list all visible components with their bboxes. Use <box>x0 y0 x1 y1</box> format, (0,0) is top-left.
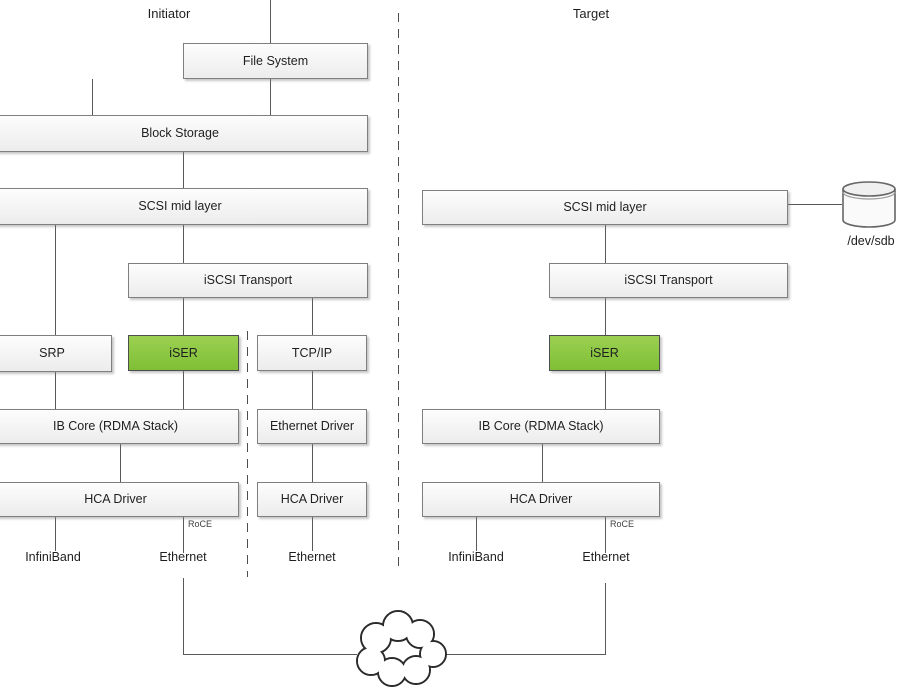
roce-label-initiator: RoCE <box>188 519 213 529</box>
box-hca-driver-initiator: HCA Driver <box>0 482 239 517</box>
connector-hca-to-infiniband <box>55 517 56 551</box>
box-iser-initiator: iSER <box>128 335 239 371</box>
box-block-storage-label: Block Storage <box>141 126 219 141</box>
connector-scsi-to-disk <box>788 204 842 205</box>
rdma-tcp-separator <box>247 331 248 577</box>
roce-label-target: RoCE <box>610 519 635 529</box>
connector-hca-to-ethernet-roce-target <box>605 517 606 553</box>
connector-stub-to-block-storage <box>92 79 93 115</box>
box-ib-core-initiator: IB Core (RDMA Stack) <box>0 409 239 444</box>
box-iser-target-label: iSER <box>590 345 619 360</box>
connector-to-cloud-right <box>444 654 606 655</box>
box-iscsi-transport-initiator-label: iSCSI Transport <box>203 273 293 288</box>
connector-iser-to-ibcore <box>183 371 184 409</box>
box-hca-driver-middle: HCA Driver <box>257 482 367 517</box>
cloud-icon <box>356 610 447 687</box>
connector-ibcore-to-hca <box>120 444 121 482</box>
connector-hca-to-infiniband-target <box>476 517 477 551</box>
connector-iser-to-ibcore-target <box>605 371 606 409</box>
connector-top-to-file-system <box>270 0 271 43</box>
connector-srp-to-ibcore <box>55 372 56 409</box>
connector-scsi-to-srp <box>55 225 56 335</box>
connector-tcpip-to-ethdriver <box>312 371 313 409</box>
ethernet-label-target: Ethernet <box>582 550 630 564</box>
box-iscsi-transport-initiator: iSCSI Transport <box>128 263 368 298</box>
infiniband-label-target: InfiniBand <box>448 550 504 564</box>
box-hca-driver-target: HCA Driver <box>422 482 660 517</box>
box-block-storage: Block Storage <box>0 115 368 152</box>
storage-device-label: /dev/sdb <box>847 234 895 248</box>
database-cylinder-icon <box>842 181 896 228</box>
connector-ethdriver-to-hca <box>312 444 313 482</box>
box-scsi-mid-layer-initiator-label: SCSI mid layer <box>138 199 222 214</box>
box-iscsi-transport-target: iSCSI Transport <box>549 263 788 298</box>
initiator-target-separator <box>398 13 399 569</box>
box-iser-initiator-label: iSER <box>169 345 198 360</box>
connector-ibcore-to-hca-target <box>542 444 543 482</box>
connector-hca-middle-to-ethernet <box>312 517 313 551</box>
box-scsi-mid-layer-initiator: SCSI mid layer <box>0 188 368 225</box>
connector-iscsi-to-iser <box>183 298 184 335</box>
connector-scsi-to-iscsi-target <box>605 225 606 263</box>
box-iscsi-transport-target-label: iSCSI Transport <box>624 273 713 288</box>
box-hca-driver-middle-label: HCA Driver <box>280 492 344 507</box>
box-scsi-mid-layer-target: SCSI mid layer <box>422 190 788 225</box>
ethernet-label-middle: Ethernet <box>288 550 336 564</box>
box-hca-driver-target-label: HCA Driver <box>509 492 573 507</box>
box-tcp-ip: TCP/IP <box>257 335 367 371</box>
box-ib-core-target-label: IB Core (RDMA Stack) <box>478 419 604 434</box>
connector-iscsi-to-tcpip <box>312 298 313 335</box>
box-file-system: File System <box>183 43 368 79</box>
box-ethernet-driver: Ethernet Driver <box>257 409 367 444</box>
box-iser-target: iSER <box>549 335 660 371</box>
connector-iscsi-to-iser-target <box>605 298 606 335</box>
box-scsi-mid-layer-target-label: SCSI mid layer <box>563 200 647 215</box>
connector-ethernet-down-initiator <box>183 578 184 654</box>
box-hca-driver-initiator-label: HCA Driver <box>84 492 147 507</box>
connector-file-system-to-block-storage <box>270 79 271 115</box>
box-tcp-ip-label: TCP/IP <box>291 345 333 360</box>
box-srp-label: SRP <box>39 346 65 361</box>
connector-block-storage-to-scsi <box>183 152 184 188</box>
connector-ethernet-down-target <box>605 583 606 654</box>
connector-to-cloud-left <box>183 654 357 655</box>
box-ib-core-target: IB Core (RDMA Stack) <box>422 409 660 444</box>
infiniband-label-initiator: InfiniBand <box>25 550 81 564</box>
target-header: Target <box>572 6 610 21</box>
connector-scsi-to-iscsi <box>183 225 184 263</box>
box-ib-core-initiator-label: IB Core (RDMA Stack) <box>52 419 179 434</box>
connector-hca-to-ethernet-roce <box>183 517 184 553</box>
initiator-header: Initiator <box>147 6 191 21</box>
box-srp: SRP <box>0 335 112 372</box>
box-file-system-label: File System <box>242 53 309 68</box>
box-ethernet-driver-label: Ethernet Driver <box>269 419 355 434</box>
ethernet-label-initiator: Ethernet <box>159 550 207 564</box>
